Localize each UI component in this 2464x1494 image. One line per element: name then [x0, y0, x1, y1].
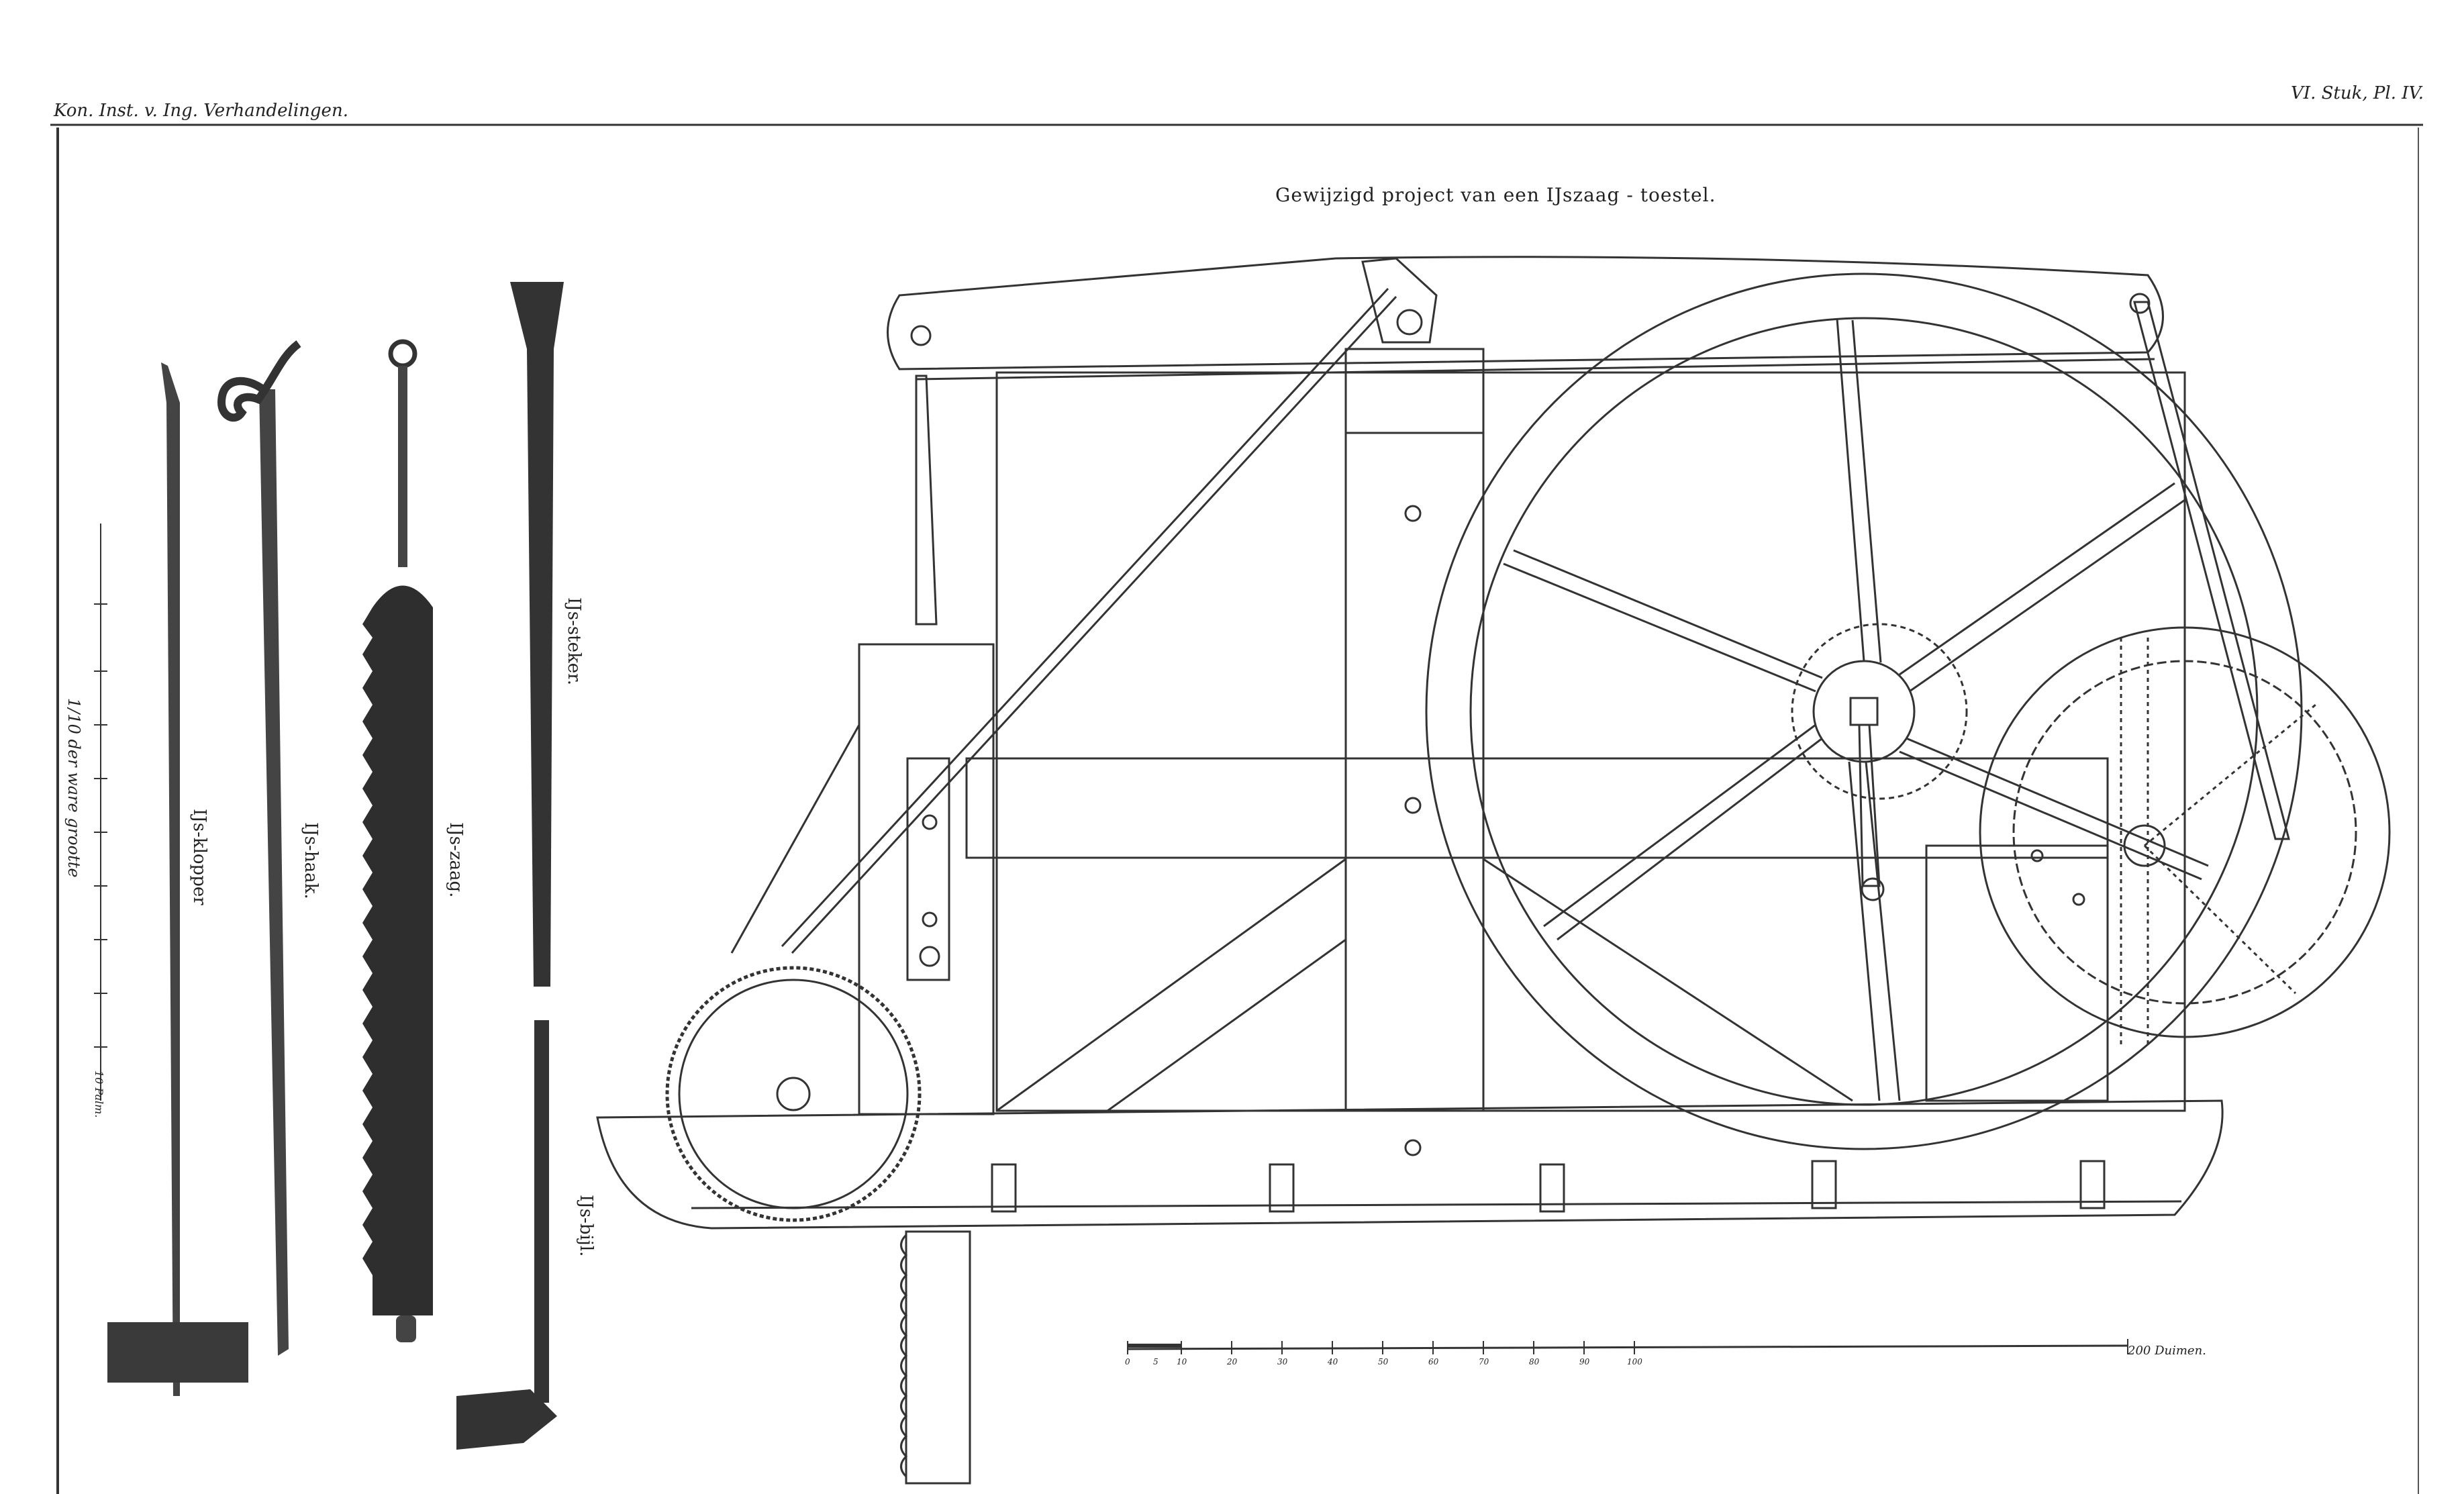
circular-saw-blade	[678, 979, 909, 1209]
scale-tick-label: 70	[1479, 1357, 1489, 1366]
scale-tick-label: 30	[1277, 1357, 1288, 1366]
right-swing-arm	[2133, 301, 2290, 840]
flywheel-spokes	[1503, 318, 2209, 1101]
secondary-wheel-inner	[2012, 660, 2357, 1005]
left-scale-bar	[94, 524, 107, 1101]
ice-hook-tool	[217, 340, 301, 1356]
secondary-wheel-rim	[1979, 626, 2391, 1038]
crank-arm	[1858, 724, 1881, 887]
diagonal-brace	[1483, 858, 1853, 1102]
runner-bracket	[991, 1163, 1017, 1213]
ice-saw-machine	[596, 256, 2391, 1485]
bottom-scale-bar	[1127, 1339, 2128, 1354]
left-brace	[730, 724, 860, 954]
scale-tick-label: 90	[1579, 1357, 1590, 1366]
runner-bracket	[2079, 1160, 2106, 1209]
left-scale-caption: 1/10 der ware grootte	[64, 698, 83, 878]
flywheel-hub	[1812, 660, 1916, 763]
label-ice-chisel: IJs-steker.	[564, 597, 584, 685]
ice-saw-tool	[362, 339, 433, 1342]
secondary-wheel-hub	[2123, 824, 2166, 867]
scale-tick-label: 0	[1125, 1357, 1130, 1366]
scale-tick-label: 10	[1177, 1357, 1187, 1366]
runner-inner-line	[691, 1200, 2182, 1209]
label-ice-knocker: IJs-klopper	[189, 809, 209, 905]
left-scale-end-label: 10 Palm.	[93, 1070, 105, 1118]
scale-tick-label: 40	[1328, 1357, 1338, 1366]
runner-bracket	[1811, 1160, 1837, 1209]
sled-runner	[596, 1099, 2224, 1230]
bottom-scale-end-label: 200 Duimen.	[2128, 1344, 2206, 1358]
beam-center-pivot	[1396, 309, 1423, 336]
header-right: VI. Stuk, Pl. IV.	[2291, 83, 2424, 103]
scale-tick-label: 100	[1627, 1357, 1642, 1366]
label-ice-axe: IJs-bijl.	[576, 1195, 596, 1257]
flywheel-inner-rim	[1469, 317, 2259, 1106]
plate-title: Gewijzigd project van een IJszaag - toes…	[1275, 184, 1716, 206]
ice-axe-tool	[456, 1020, 557, 1450]
machine-frame-outline	[995, 371, 2186, 1112]
saw-guide-post	[858, 643, 995, 1115]
runner-bracket	[1269, 1163, 1295, 1213]
side-plate	[1925, 844, 2109, 1102]
beam-center-block	[1361, 257, 1438, 344]
vertical-saw-blade	[905, 1230, 971, 1485]
central-post	[1344, 348, 1485, 1112]
label-ice-saw: IJs-zaag.	[446, 822, 466, 898]
saw-connecting-rod	[915, 375, 938, 626]
label-ice-hook: IJs-haak.	[301, 822, 321, 899]
beam-pivot-right	[2129, 293, 2151, 314]
header-left: Kon. Inst. v. Ing. Verhandelingen.	[54, 101, 348, 121]
diagonal-brace	[1107, 938, 1346, 1112]
scale-tick-label: 50	[1378, 1357, 1389, 1366]
diagonal-brace	[996, 858, 1346, 1112]
horizontal-beam	[965, 757, 2109, 859]
saw-slider	[906, 757, 950, 981]
flywheel-outer-rim	[1425, 272, 2303, 1150]
walking-beam	[887, 256, 2164, 370]
diagonal-link-rod	[781, 287, 1389, 948]
scale-tick-label: 60	[1428, 1357, 1439, 1366]
scale-tick-label: 80	[1529, 1357, 1540, 1366]
pinion-gear	[1791, 623, 1968, 800]
scale-tick-label: 5	[1153, 1357, 1159, 1366]
saw-arbor	[776, 1077, 811, 1111]
flywheel-axle	[1849, 697, 1879, 726]
runner-bracket	[1539, 1163, 1565, 1213]
ice-knocker-tool	[107, 362, 248, 1396]
ice-chisel-tool	[510, 282, 564, 987]
scale-tick-label: 20	[1227, 1357, 1238, 1366]
beam-pivot-left	[910, 325, 932, 346]
circular-saw-teeth	[665, 966, 922, 1222]
